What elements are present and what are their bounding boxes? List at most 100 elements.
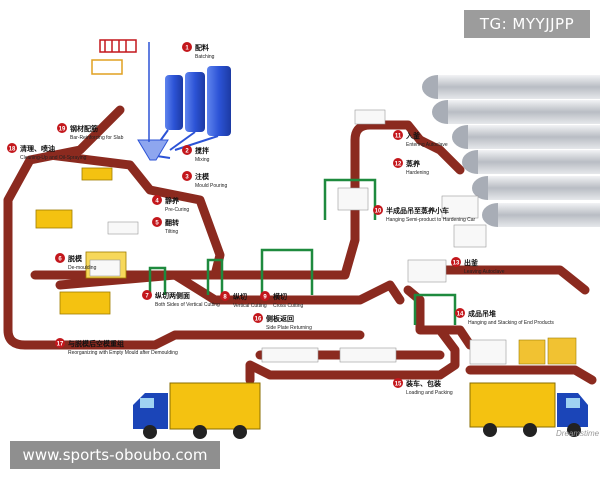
product-pallets <box>518 337 577 365</box>
step-number-badge <box>393 158 403 168</box>
step-7-marker: 7 纵切两侧面 Both Sides of Vertical Cutting <box>142 290 220 308</box>
step-number: 13 <box>453 261 460 267</box>
step-label-cn: 注模 <box>195 172 210 181</box>
step-number: 12 <box>395 162 402 168</box>
step-number-badge <box>55 253 65 263</box>
step-label-cn: 钢材配筋 <box>70 124 98 133</box>
truck-left <box>133 382 261 439</box>
step-4-marker: 4 静养 Pre-Curing <box>152 195 189 213</box>
step-label-en: Vertical Cutting <box>233 303 267 309</box>
step-label-en: Pre-Curing <box>165 207 189 213</box>
step-label-en: Loading and Packing <box>406 390 453 396</box>
step-number-badge <box>152 195 162 205</box>
step-label-cn: 入釜 <box>405 131 421 140</box>
step-number-badge <box>182 42 192 52</box>
step-number: 6 <box>58 257 62 263</box>
step-number: 18 <box>9 147 16 153</box>
step-label-en: Batching <box>195 54 215 60</box>
step-label-en: Side Plate Returning <box>266 325 312 331</box>
step-label-en: Mixing <box>195 157 210 163</box>
step-number: 5 <box>155 221 159 227</box>
step-number-badge <box>393 378 403 388</box>
step-17-marker: 17 与脱模后空模重组 Reorganizing with Empty Mould … <box>55 338 178 356</box>
step-label-cn: 装车、包装 <box>405 379 441 388</box>
step-label-cn: 出釜 <box>464 258 479 267</box>
step-12-marker: 12 蒸养 Hardening <box>393 158 429 176</box>
step-label-en: Hanging and Stacking of End Products <box>468 320 554 326</box>
step-13-marker: 13 出釜 Leaving Autoclave <box>451 257 505 275</box>
step-number: 1 <box>185 46 189 52</box>
batching-silos <box>137 66 231 161</box>
step-number-badge <box>220 291 230 301</box>
step-number: 19 <box>59 127 66 133</box>
step-number-badge <box>260 291 270 301</box>
step-label-en: Both Sides of Vertical Cutting <box>155 302 220 308</box>
step-number: 4 <box>155 199 159 205</box>
step-number: 7 <box>145 294 149 300</box>
step-10-marker: 10 半成品吊至蒸养小车 Hanging Semi-product to Harde… <box>373 205 476 223</box>
step-8-marker: 8 纵切 Vertical Cutting <box>220 291 267 309</box>
block-stacks <box>89 109 507 365</box>
step-label-cn: 静养 <box>165 196 179 205</box>
step-label-cn: 成品吊堆 <box>468 309 496 318</box>
step-6-marker: 6 脱模 De-moulding <box>55 253 97 271</box>
step-label-cn: 翻转 <box>165 218 179 227</box>
step-number: 11 <box>395 134 402 140</box>
step-number: 10 <box>375 209 382 215</box>
step-number-badge <box>451 257 461 267</box>
moulds <box>35 167 127 315</box>
step-label-cn: 侧板返回 <box>266 314 294 323</box>
step-number-badge <box>393 130 403 140</box>
step-label-en: Entering Autoclave <box>406 142 448 148</box>
step-label-en: Leaving Autoclave <box>464 269 505 275</box>
step-label-en: Mould Pouring <box>195 183 227 189</box>
step-label-cn: 蒸养 <box>406 159 420 168</box>
step-number: 14 <box>457 312 464 318</box>
step-number-badge <box>253 313 263 323</box>
step-label-cn: 脱模 <box>68 254 83 263</box>
step-label-cn: 纵切两侧面 <box>155 291 190 300</box>
step-number-badge <box>373 205 383 215</box>
step-label-cn: 搅拌 <box>195 146 209 155</box>
step-1-marker: 1 配料 Batching <box>182 42 215 60</box>
step-3-marker: 3 注模 Mould Pouring <box>182 171 227 189</box>
step-number-badge <box>455 308 465 318</box>
step-label-en: Cleaning-Up and Oil-Spraying <box>20 155 87 161</box>
step-label-cn: 纵切 <box>233 292 247 301</box>
step-label-cn: 配料 <box>195 43 209 52</box>
rebar-rack <box>91 39 137 75</box>
step-label-en: Hardening <box>406 170 429 176</box>
step-label-en: Hanging Semi-product to Hardening Car <box>386 217 476 223</box>
step-number: 17 <box>57 342 64 348</box>
step-18-marker: 18 清理、喷油 Cleaning-Up and Oil-Spraying <box>7 143 87 161</box>
corner-watermark: Dreamstime <box>556 429 600 438</box>
step-number-badge <box>55 338 65 348</box>
step-number: 8 <box>223 295 227 301</box>
watermark-telegram: TG: MYYJJPP <box>464 10 590 38</box>
step-9-marker: 9 横切 Cross Cutting <box>260 291 304 309</box>
step-number-badge <box>142 290 152 300</box>
step-number-badge <box>152 217 162 227</box>
step-label-cn: 清理、喷油 <box>20 144 55 153</box>
watermark-website: www.sports-oboubo.com <box>10 441 220 469</box>
step-label-en: Reorganizing with Empty Mould after Demo… <box>68 350 178 356</box>
step-number: 9 <box>263 295 267 301</box>
step-label-cn: 与脱模后空模重组 <box>68 339 124 348</box>
step-number: 3 <box>185 175 189 181</box>
step-label-en: Tilting <box>165 229 178 235</box>
step-number-badge <box>7 143 17 153</box>
step-label-en: De-moulding <box>68 265 97 271</box>
step-label-en: Cross Cutting <box>273 303 304 309</box>
cutting-machines <box>148 178 457 325</box>
autoclaves <box>422 75 600 227</box>
step-label-cn: 半成品吊至蒸养小车 <box>386 206 449 215</box>
truck-right <box>469 382 588 437</box>
step-label-cn: 横切 <box>273 292 287 301</box>
step-number: 15 <box>395 382 402 388</box>
